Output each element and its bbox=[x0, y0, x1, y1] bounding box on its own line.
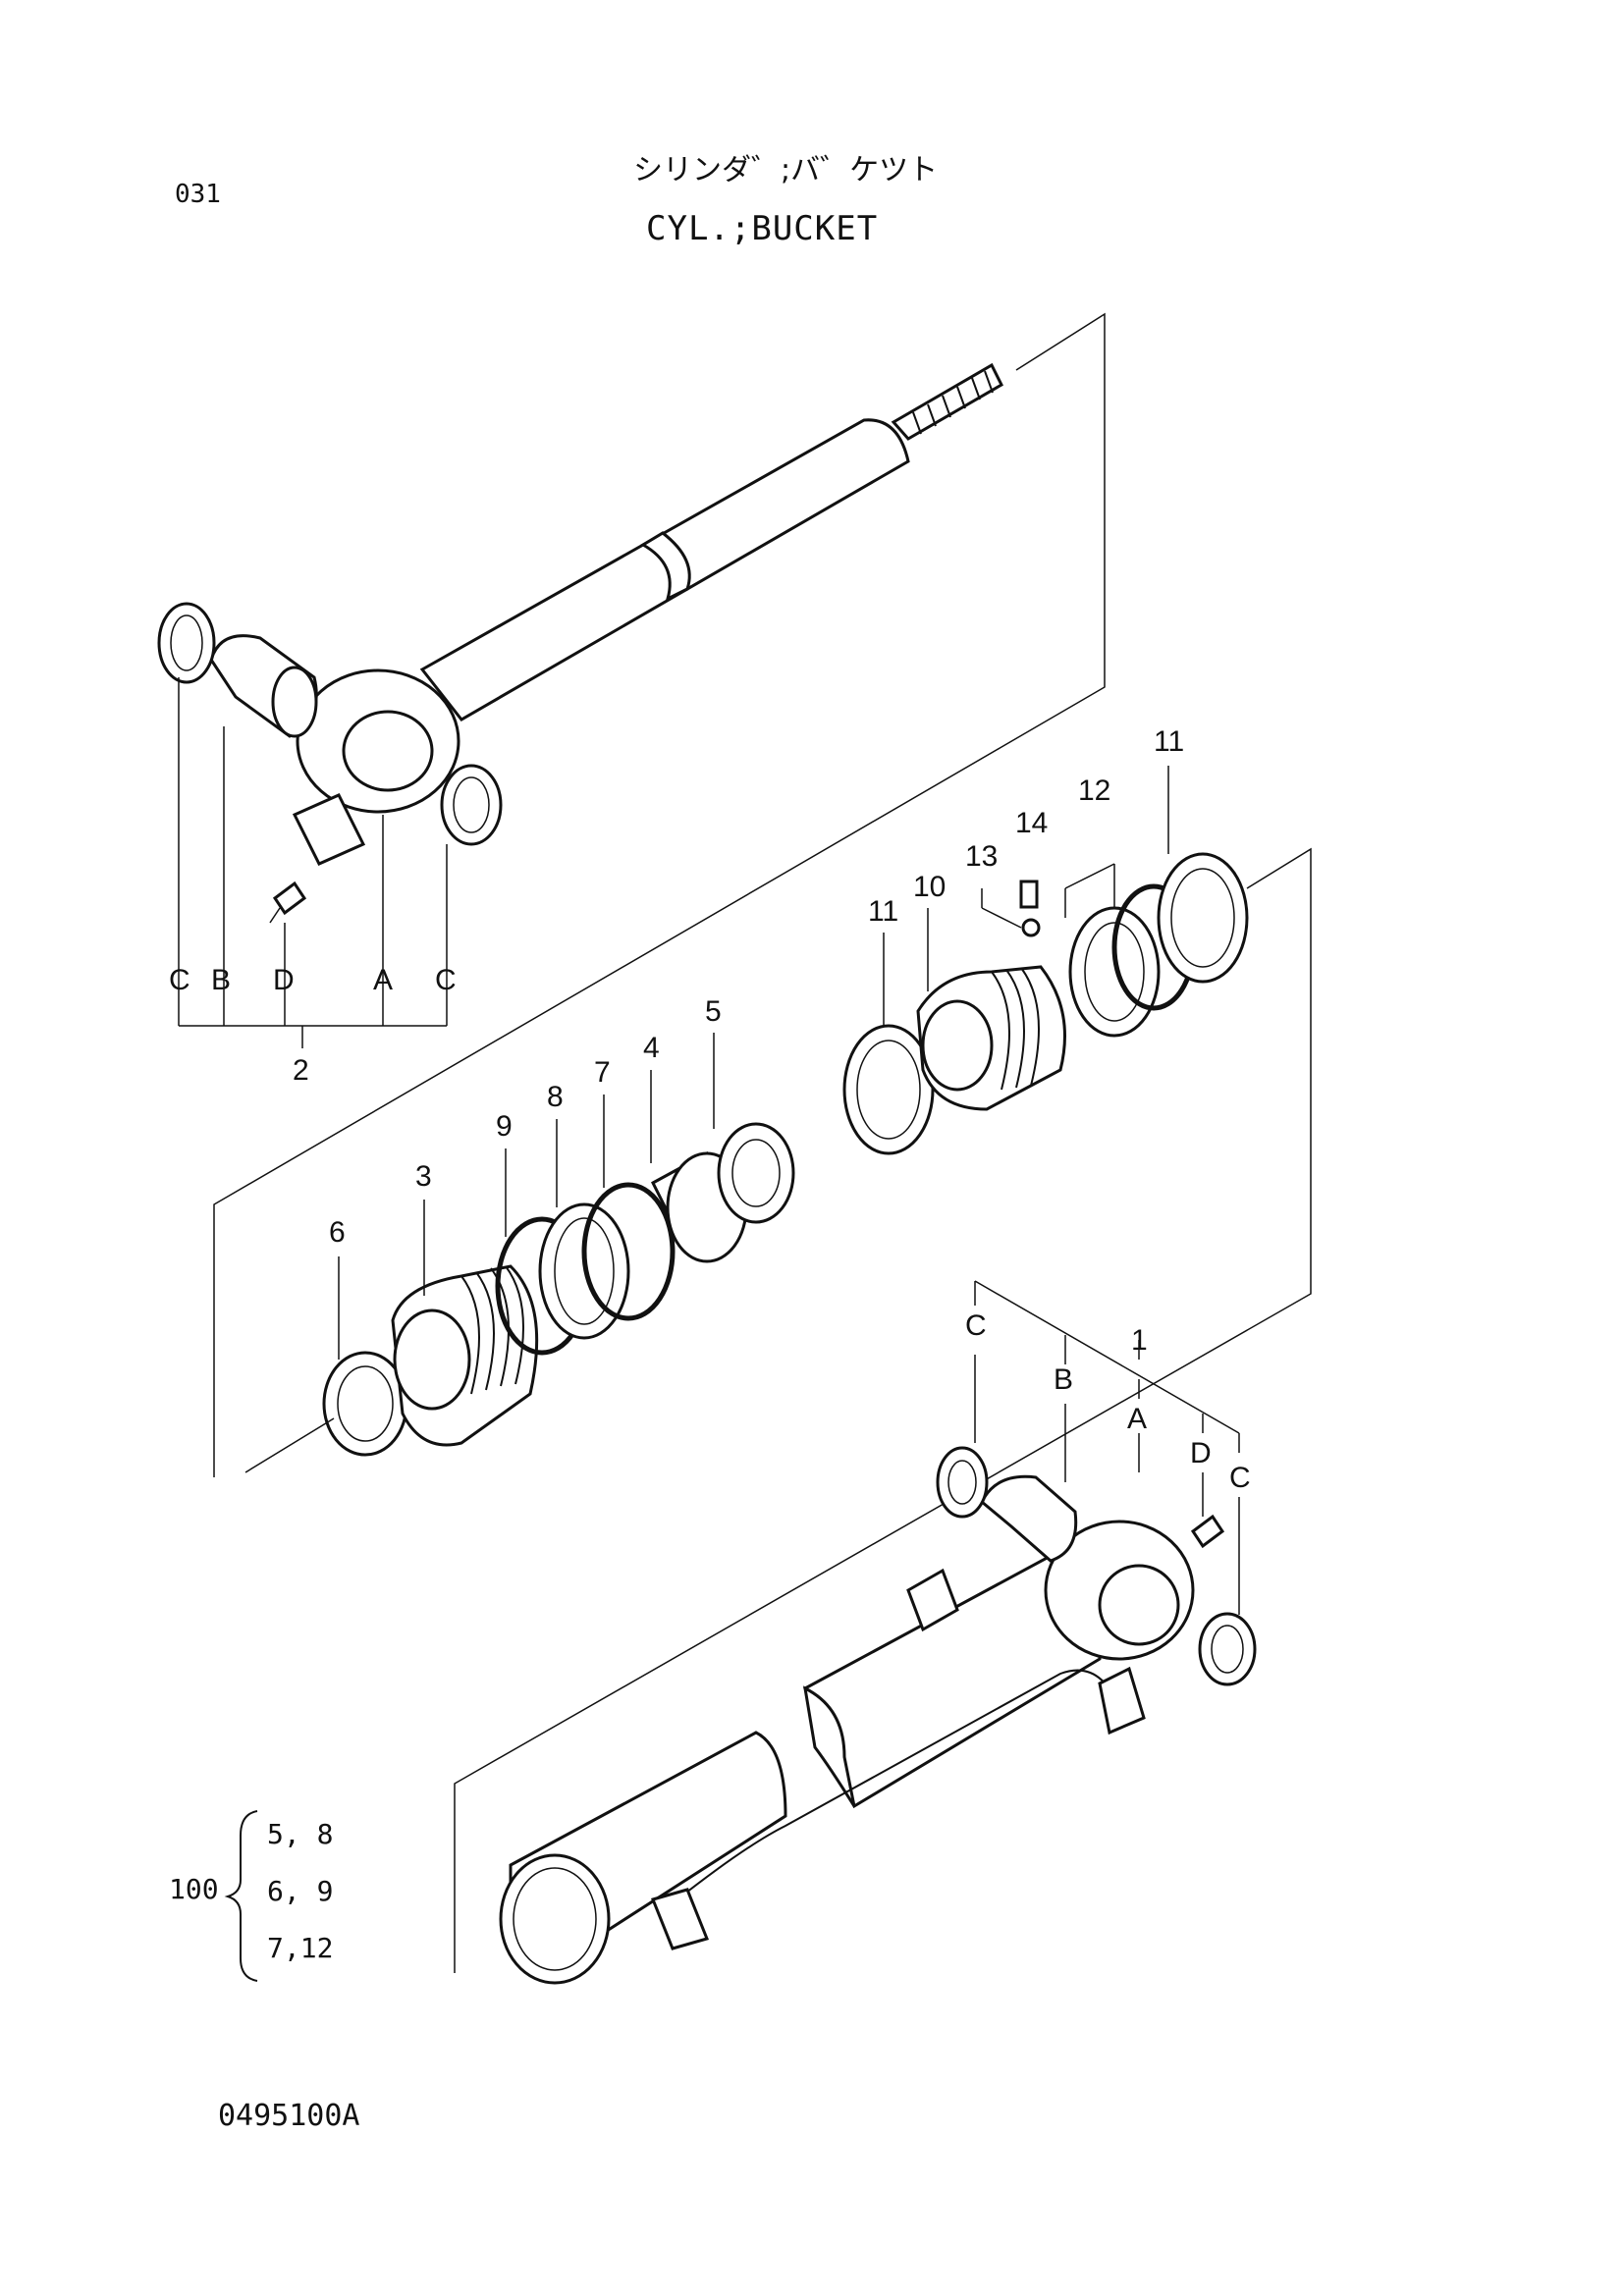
label-rod-D: D bbox=[273, 964, 295, 996]
title-english: CYL.;BUCKET bbox=[646, 209, 879, 248]
piston-group-boundary bbox=[454, 847, 1312, 1973]
pipe-elbow-top bbox=[1098, 1666, 1146, 1735]
tube-bracket bbox=[974, 1280, 1240, 1434]
rod-shaft bbox=[419, 418, 910, 721]
piston-rod-assembly: C B D A C 2 bbox=[157, 312, 1106, 1477]
seal-kit-brace bbox=[224, 1810, 258, 1982]
label-tube-D: D bbox=[1190, 1437, 1212, 1469]
label-tube-A: A bbox=[1127, 1403, 1147, 1435]
label-tube-C-right: C bbox=[1229, 1462, 1251, 1494]
label-7: 7 bbox=[594, 1056, 611, 1089]
tube-break-mark bbox=[803, 1685, 856, 1807]
tube-grease-fitting bbox=[1190, 1514, 1225, 1549]
seal-kit-number: 100 bbox=[169, 1873, 219, 1905]
sheet-number: 031 bbox=[175, 180, 221, 209]
label-3: 3 bbox=[415, 1160, 432, 1193]
label-13: 13 bbox=[965, 840, 998, 873]
rod-seal-right bbox=[440, 764, 503, 846]
figure-code: 0495100A bbox=[218, 2099, 360, 2133]
label-rod-A: A bbox=[373, 964, 393, 996]
tube-seal-left bbox=[936, 1446, 989, 1519]
part-14-set-screw bbox=[1019, 880, 1039, 909]
rod-group-boundary bbox=[213, 312, 1106, 1477]
tube-head-bore bbox=[1098, 1564, 1180, 1646]
piston-group: 6 3 9 8 7 4 5 11 10 13 14 12 11 bbox=[244, 725, 1312, 1973]
part-13-ball bbox=[1021, 918, 1041, 937]
label-6: 6 bbox=[329, 1216, 346, 1249]
tube-bushing bbox=[980, 1474, 1078, 1563]
seal-kit-item: 5, 8 bbox=[267, 1818, 334, 1850]
label-14: 14 bbox=[1015, 807, 1048, 839]
rod-seal-left bbox=[157, 602, 216, 684]
rod-thread bbox=[891, 362, 1003, 441]
label-12: 12 bbox=[1078, 774, 1110, 807]
label-5: 5 bbox=[705, 995, 722, 1028]
label-rod-assembly-2: 2 bbox=[293, 1054, 309, 1087]
label-rod-B: B bbox=[211, 964, 231, 996]
label-11-left: 11 bbox=[868, 895, 898, 928]
rod-bushing-end bbox=[271, 666, 318, 738]
seal-kit-item: 6, 9 bbox=[267, 1875, 334, 1907]
pipe-elbow-bottom bbox=[650, 1888, 710, 1950]
label-tube-B: B bbox=[1054, 1363, 1073, 1396]
rod-eye-bore bbox=[342, 710, 434, 792]
label-tube-1: 1 bbox=[1131, 1324, 1148, 1357]
label-11-right: 11 bbox=[1154, 725, 1184, 758]
grease-boss bbox=[292, 793, 366, 866]
tube-port-boss bbox=[906, 1568, 959, 1632]
label-rod-C-left: C bbox=[169, 964, 190, 996]
part-11-split-ring-right bbox=[1157, 852, 1249, 984]
tube-seal-right bbox=[1198, 1612, 1257, 1686]
part-7-ring bbox=[581, 1182, 676, 1321]
label-10: 10 bbox=[913, 871, 946, 903]
label-8: 8 bbox=[547, 1081, 564, 1113]
seal-kit-item: 7,12 bbox=[267, 1932, 334, 1964]
label-rod-C-right: C bbox=[435, 964, 457, 996]
cylinder-tube-assembly: C B 1 A D C bbox=[499, 1280, 1257, 1985]
title-japanese: シリンダ゛;バ゛ケツト bbox=[633, 153, 939, 187]
tube-bore bbox=[499, 1853, 611, 1985]
grease-fitting bbox=[272, 881, 307, 916]
rod-break-mark bbox=[640, 531, 691, 602]
label-4: 4 bbox=[643, 1032, 660, 1064]
part-5-collar bbox=[717, 1122, 795, 1224]
label-9: 9 bbox=[496, 1110, 513, 1143]
label-tube-C-left: C bbox=[965, 1309, 987, 1342]
